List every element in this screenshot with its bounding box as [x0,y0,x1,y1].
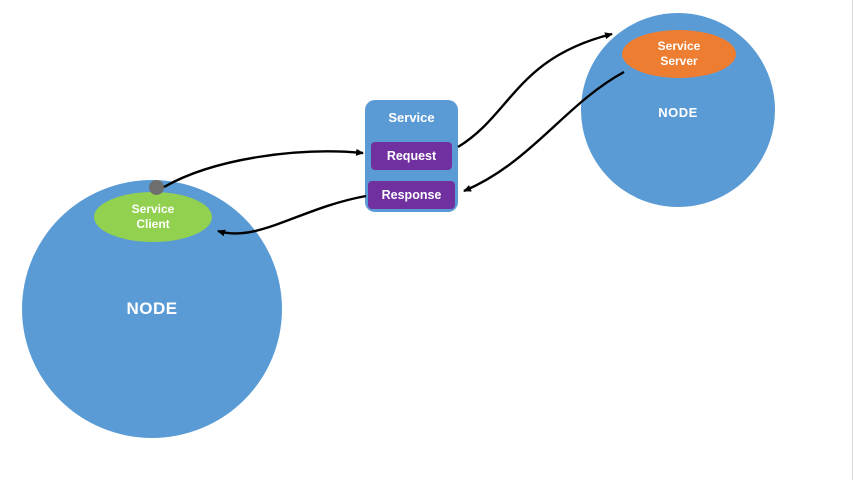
arrow-client-to-request [163,148,364,189]
response-box: Response [368,181,455,209]
right-node-label: NODE [658,104,698,120]
service-server-label-line2: Server [660,54,698,68]
service-server-ellipse: Service Server [622,30,736,78]
service-client-label-line2: Client [136,217,170,231]
connection-dot [149,180,164,195]
left-node-label: NODE [126,299,178,318]
service-server-label-line1: Service [657,39,701,53]
service-client-label-line1: Service [131,202,175,216]
right-edge-divider [852,0,853,480]
service-box-title: Service [388,110,435,125]
service-client-ellipse: Service Client [94,192,212,242]
request-box: Request [371,142,452,170]
